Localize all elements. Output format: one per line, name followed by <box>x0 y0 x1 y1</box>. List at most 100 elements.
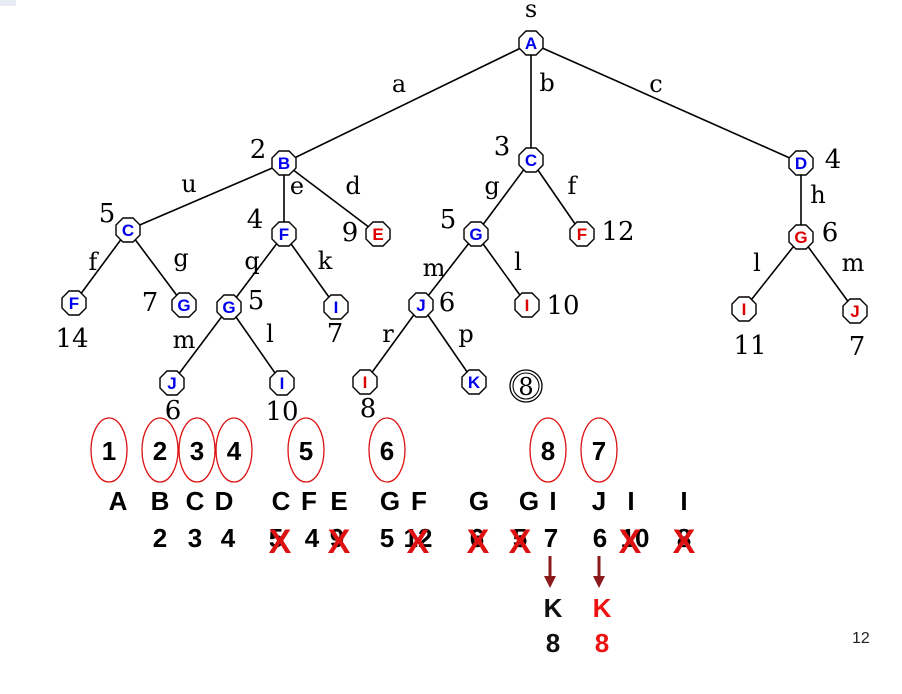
edge-G4-I4 <box>228 306 283 384</box>
node-octagon-I4 <box>269 370 295 396</box>
node-octagon-C1 <box>518 147 544 173</box>
queue-cost-8: 12 <box>404 523 433 553</box>
queue-letter-14: I <box>627 486 634 516</box>
edge-label-F1-I1: k <box>318 247 333 275</box>
queue-cost-9: 6 <box>470 523 484 553</box>
node-I5: I <box>352 369 378 395</box>
edge-label-G2-J2: m <box>842 249 865 277</box>
node-cost-F1: 4 <box>247 205 264 235</box>
queue-letter-11: G <box>519 486 539 516</box>
node-J3: J <box>159 370 185 396</box>
queue-letter-3: C <box>186 486 205 516</box>
queue-cost-11: 7 <box>544 523 558 553</box>
node-G4: G <box>216 294 242 320</box>
order-mark-ellipse-4 <box>215 417 253 483</box>
cross-mark-4: X <box>467 523 490 561</box>
order-mark-5: 5 <box>287 417 325 483</box>
order-mark-number-2: 2 <box>153 436 167 466</box>
queue-cost-7: 5 <box>380 523 394 553</box>
node-J1: J <box>408 292 434 318</box>
edge-label-J1-K: p <box>458 320 473 348</box>
arrow-cost-2: 8 <box>595 628 609 658</box>
edge-label-C2-F3: f <box>89 248 100 276</box>
node-letter-A: A <box>525 34 537 53</box>
node-F3: F <box>61 290 87 316</box>
arrow-cost-1: 8 <box>546 628 560 658</box>
node-G2: G <box>788 224 814 250</box>
node-octagon-I3 <box>731 296 757 322</box>
goal-marker: 8 <box>509 369 543 403</box>
edge-label-D-G2: h <box>810 181 825 209</box>
node-letter-I4: I <box>280 374 285 393</box>
node-octagon-I5 <box>352 369 378 395</box>
cross-mark-7: X <box>673 523 696 561</box>
node-octagon-F3 <box>61 290 87 316</box>
edge-label-A-D: c <box>649 70 662 98</box>
node-letter-J1: J <box>416 296 425 315</box>
node-cost-C1: 3 <box>494 132 511 162</box>
node-cost-G1: 5 <box>440 205 457 235</box>
goal-marker-inner-ring <box>512 372 540 400</box>
edge-label-C2-G3: g <box>173 244 188 272</box>
node-C1: C <box>518 147 544 173</box>
order-mark-1: 1 <box>90 417 128 483</box>
node-cost-F3: 14 <box>55 324 88 354</box>
order-mark-6: 6 <box>368 417 406 483</box>
queue-letter-7: E <box>330 486 347 516</box>
order-mark-number-5: 5 <box>299 436 313 466</box>
node-octagon-I2 <box>514 292 540 318</box>
edge-label-A-B: a <box>392 70 406 98</box>
node-octagon-J3 <box>159 370 185 396</box>
node-letter-G1: G <box>469 225 482 244</box>
node-letter-F1: F <box>279 225 289 244</box>
node-letter-K: K <box>468 373 481 392</box>
node-C2: C <box>115 217 141 243</box>
corner-tab <box>0 0 16 6</box>
queue-cost-5: 4 <box>305 523 320 553</box>
queue-cost-1: 2 <box>153 523 167 553</box>
edge-G4-J3 <box>171 306 230 384</box>
queue-cost-14: 8 <box>677 523 691 553</box>
cross-mark-3: X <box>407 523 430 561</box>
edge-G2-I3 <box>743 236 802 310</box>
node-letter-D: D <box>795 154 807 173</box>
node-letter-G2: G <box>794 228 807 247</box>
queue-letter-6: F <box>301 486 317 516</box>
order-mark-ellipse-5 <box>287 417 325 483</box>
edge-label-C1-F2: f <box>568 172 579 200</box>
node-cost-G3: 7 <box>142 288 159 318</box>
root-label: s <box>525 0 537 23</box>
queue-letter-13: J <box>592 486 606 516</box>
cross-mark-2: X <box>328 523 351 561</box>
order-mark-number-7: 8 <box>541 436 555 466</box>
node-I4: I <box>269 370 295 396</box>
order-mark-number-1: 1 <box>102 436 116 466</box>
edge-G1-J1 <box>420 233 477 306</box>
node-octagon-G4 <box>216 294 242 320</box>
queue-cost-2: 3 <box>188 523 202 553</box>
node-octagon-I1 <box>323 294 349 320</box>
node-octagon-B <box>271 150 297 176</box>
node-cost-I5: 8 <box>360 394 377 424</box>
order-mark-ellipse-8 <box>580 417 618 483</box>
successor-arrow-2: K8 <box>593 556 612 658</box>
node-cost-F2: 12 <box>601 217 634 247</box>
node-octagon-G2 <box>788 224 814 250</box>
edge-label-G4-I4: l <box>266 320 274 348</box>
node-letter-J3: J <box>167 374 176 393</box>
cross-mark-6: X <box>619 523 642 561</box>
node-letter-G4: G <box>222 298 235 317</box>
order-mark-ellipse-2 <box>141 417 179 483</box>
queue-letter-4: D <box>215 486 234 516</box>
node-F1: F <box>271 221 297 247</box>
node-K: K <box>461 369 487 395</box>
edge-label-J1-I5: r <box>382 320 394 348</box>
node-cost-B: 2 <box>250 135 267 165</box>
edge-A-D <box>530 42 802 164</box>
node-octagon-J2 <box>842 298 868 324</box>
order-mark-number-6: 6 <box>380 436 394 466</box>
